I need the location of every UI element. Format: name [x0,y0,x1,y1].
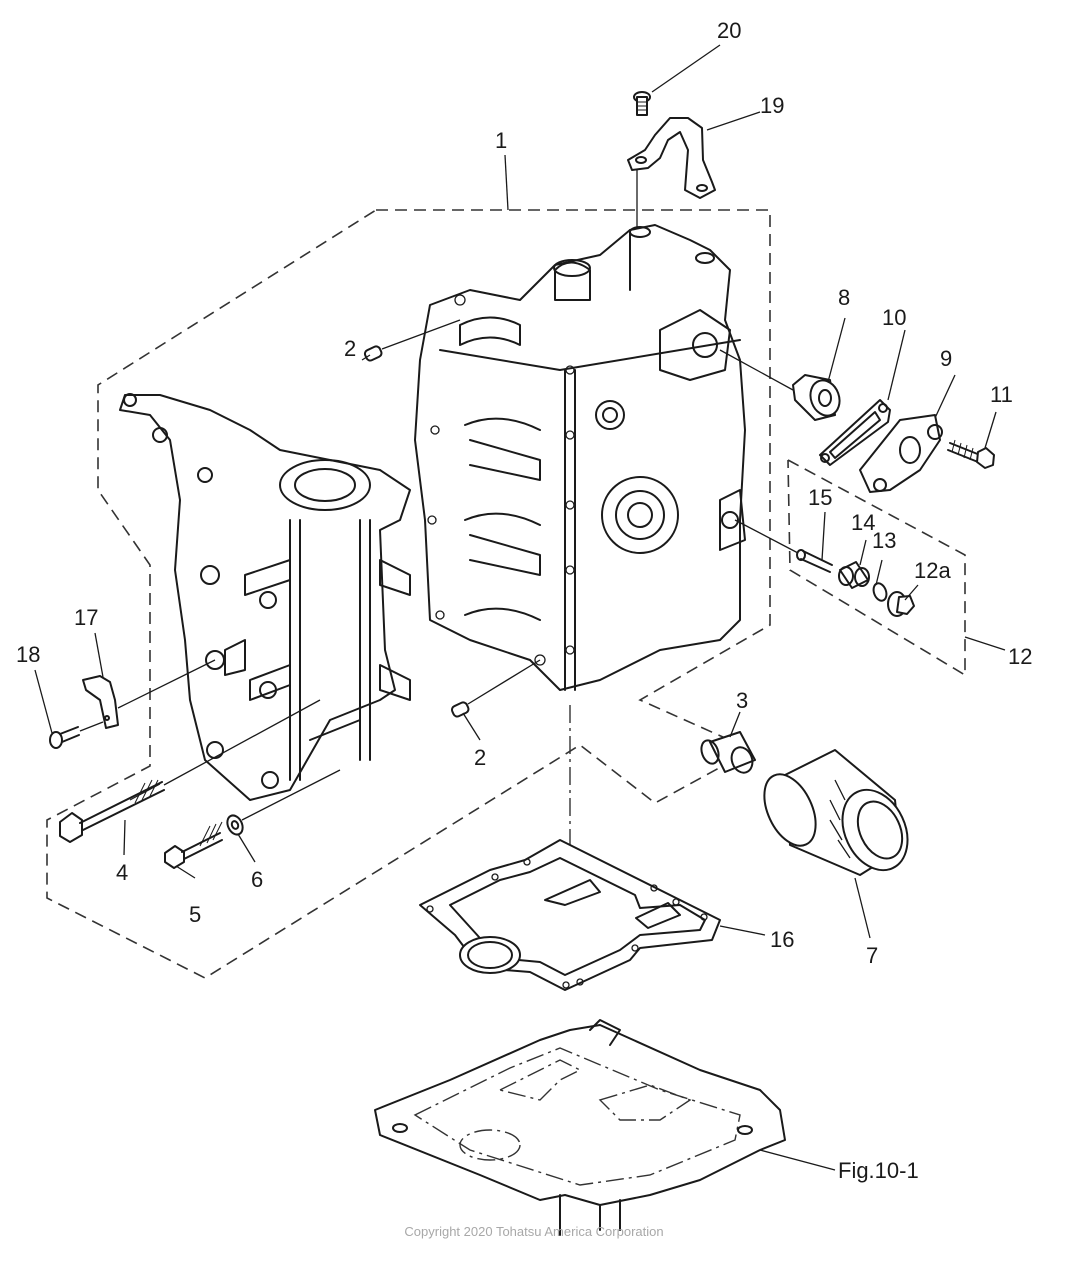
crankcase-half [119,393,411,801]
callout-labels: 1 2 2 3 4 5 6 7 8 9 10 11 12 12a 13 14 1… [16,18,1032,1183]
hose-clamp [627,117,716,199]
callout-12a: 12a [914,558,951,583]
callout-17: 17 [74,605,98,630]
callout-15: 15 [808,485,832,510]
relief-valve-plug [887,591,915,617]
o-ring [872,582,888,602]
bolt-5 [164,821,223,869]
callout-12: 12 [1008,644,1032,669]
thermostat-cover [859,414,943,493]
thermostat [719,349,841,421]
engine-base-reference [374,1019,786,1236]
callout-6: 6 [251,867,263,892]
washer [226,769,341,836]
clamp-bolt [633,91,651,116]
cylinder-block [414,224,746,691]
callout-16: 16 [770,927,794,952]
copyright-notice: Copyright 2020 Tohatsu America Corporati… [404,1224,664,1239]
callout-14: 14 [851,510,875,535]
bracket [82,659,216,729]
callout-5: 5 [189,902,201,927]
thermostat-gasket [819,399,891,466]
callout-18: 18 [16,642,40,667]
callout-2-upper: 2 [344,336,356,361]
gasket [419,839,721,991]
callout-11: 11 [990,382,1013,407]
callout-1: 1 [495,128,507,153]
callout-10: 10 [882,305,906,330]
cover-bolt [947,439,995,469]
callout-9: 9 [940,346,952,371]
callout-7: 7 [866,943,878,968]
relief-valve [838,561,870,589]
callout-4: 4 [116,860,128,885]
callout-3: 3 [736,688,748,713]
assembly-1-outline [46,209,771,979]
dowel-pin-upper [363,319,461,362]
callout-2-lower: 2 [474,745,486,770]
assembly-12-outline [787,459,966,677]
figure-reference-label: Fig.10-1 [838,1158,919,1183]
bracket-bolt [49,721,104,749]
callout-20: 20 [717,18,741,43]
callout-8: 8 [838,285,850,310]
oil-filter [763,749,909,876]
callout-19: 19 [760,93,784,118]
leader-lines [34,44,1006,1171]
callout-13: 13 [872,528,896,553]
dowel-pin-lower [450,659,541,718]
oil-filter-fitting [700,731,756,774]
spring-pin [734,519,833,573]
long-bolt [59,699,321,843]
